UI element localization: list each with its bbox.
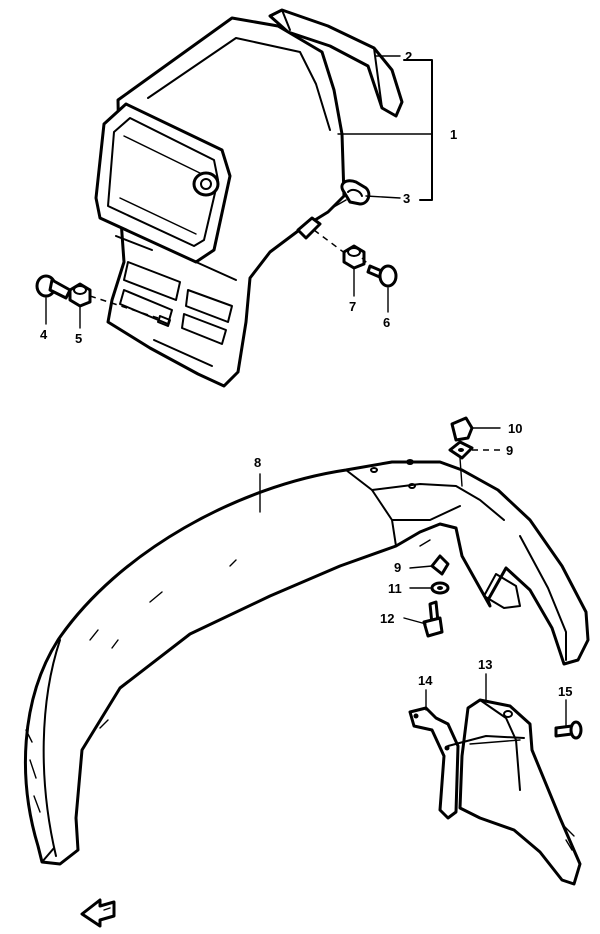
part-7-collar[interactable]	[342, 244, 366, 270]
callout-1: 1	[450, 127, 457, 142]
callout-labels: 1 2 3 4 5 6 7 8 9 9 10 11 12 13 14 15	[40, 49, 572, 699]
assembly-line-4-5	[89, 295, 159, 319]
assembly-line-3	[331, 199, 347, 209]
callout-13: 13	[478, 657, 492, 672]
part-5-collar[interactable]	[68, 282, 92, 308]
callout-10: 10	[508, 421, 522, 436]
callout-15: 15	[558, 684, 572, 699]
part-13-guard-plate[interactable]	[458, 698, 582, 886]
part-10-nut[interactable]	[450, 416, 474, 442]
callout-2: 2	[405, 49, 412, 64]
callout-9-top: 9	[506, 443, 513, 458]
part-9-washer-top[interactable]	[448, 440, 474, 460]
part-9-washer-lower[interactable]	[430, 554, 450, 576]
part-2-visor-strip[interactable]	[268, 8, 404, 118]
callout-5: 5	[75, 331, 82, 346]
callout-12: 12	[380, 611, 394, 626]
callout-9-lower: 9	[394, 560, 401, 575]
headlight-cowl-group	[35, 8, 404, 388]
callout-4: 4	[40, 327, 48, 342]
callout-8: 8	[254, 455, 261, 470]
part-12-bolt[interactable]	[422, 600, 444, 638]
front-arrow-icon	[80, 898, 116, 928]
part-3-grommet[interactable]	[340, 179, 371, 206]
assembly-line-top	[459, 457, 463, 487]
part-11-washer[interactable]	[430, 581, 450, 595]
assembly-line-7	[313, 229, 347, 255]
callout-6: 6	[383, 315, 390, 330]
callout-7: 7	[349, 299, 356, 314]
part-1-headlight-cowl[interactable]	[94, 16, 346, 388]
assembly-line-6	[361, 257, 373, 269]
part-4-bolt[interactable]	[35, 274, 72, 300]
part-8-front-fender[interactable]	[23, 459, 590, 866]
part-6-bolt[interactable]	[366, 264, 398, 288]
part-15-bolt[interactable]	[554, 720, 583, 740]
callout-14: 14	[418, 673, 433, 688]
callout-11: 11	[388, 581, 402, 596]
callout-3: 3	[403, 191, 410, 206]
leader-lines	[45, 55, 567, 747]
part-14-bracket[interactable]	[408, 706, 460, 820]
